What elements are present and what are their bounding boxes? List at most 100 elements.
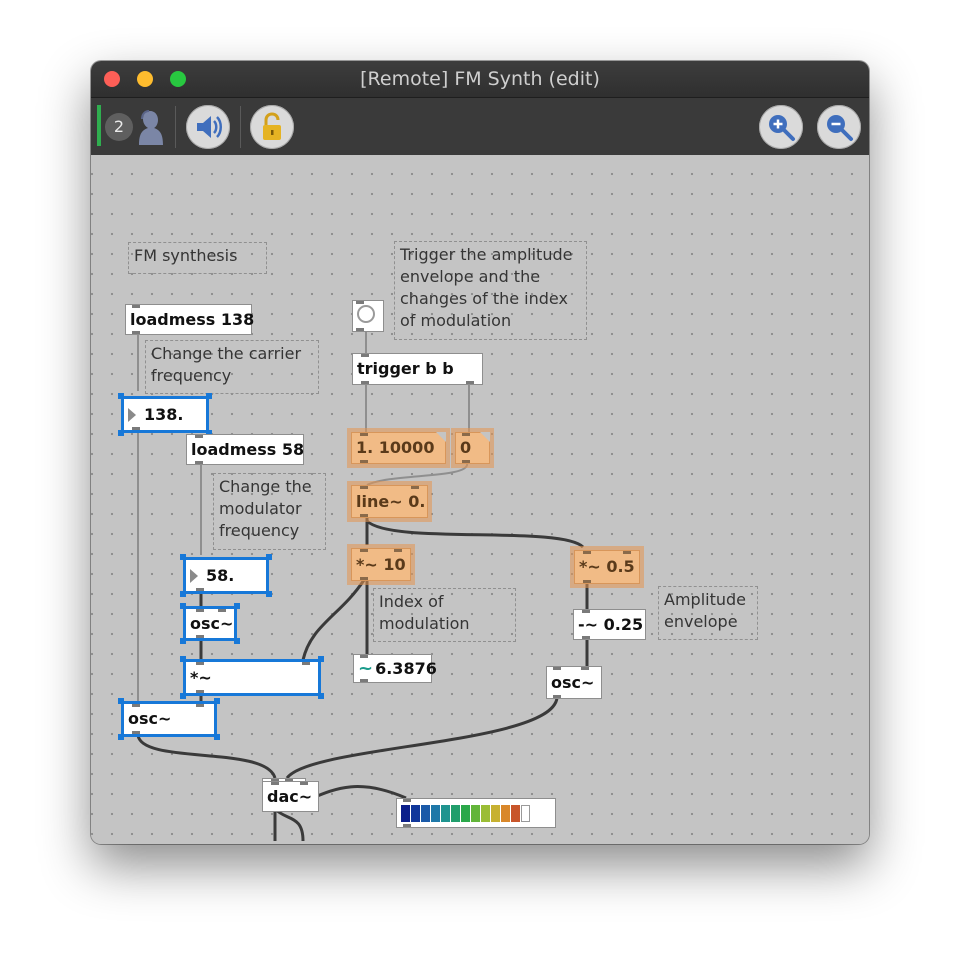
selection-handle[interactable] (118, 734, 124, 740)
level-meter[interactable] (396, 798, 556, 828)
outlet[interactable] (466, 381, 474, 384)
trigger-object[interactable]: trigger b b (352, 353, 483, 385)
inlet[interactable] (196, 704, 204, 707)
selection-handle[interactable] (206, 393, 212, 399)
minimize-window-button[interactable] (137, 71, 153, 87)
selection-handle[interactable] (180, 656, 186, 662)
index-multiply-object[interactable]: *~ 10 (351, 548, 411, 581)
signal-cord[interactable] (365, 519, 585, 549)
outlet[interactable] (583, 580, 591, 583)
inlet[interactable] (582, 610, 590, 613)
outlet[interactable] (582, 636, 590, 639)
close-window-button[interactable] (104, 71, 120, 87)
inlet[interactable] (360, 549, 368, 552)
inlet[interactable] (218, 609, 226, 612)
maximize-window-button[interactable] (170, 71, 186, 87)
amplitude-osc-object[interactable]: osc~ (546, 666, 602, 699)
amplitude-subtract-object[interactable]: -~ 0.25 (573, 609, 646, 640)
users-icon[interactable] (136, 109, 170, 149)
line-object[interactable]: line~ 0. (351, 485, 428, 518)
outlet[interactable] (196, 635, 204, 638)
selection-handle[interactable] (214, 698, 220, 704)
selection-handle[interactable] (118, 698, 124, 704)
inlet[interactable] (411, 486, 419, 489)
modulator-frequency-number-box[interactable]: 58. (183, 557, 269, 594)
inlet[interactable] (196, 609, 204, 612)
outlet[interactable] (553, 695, 561, 698)
patch-cord[interactable] (366, 462, 468, 486)
user-count-badge[interactable]: 2 (105, 113, 133, 141)
inlet[interactable] (581, 667, 589, 670)
inlet[interactable] (356, 301, 364, 304)
inlet[interactable] (360, 433, 368, 436)
selection-handle[interactable] (206, 430, 212, 436)
dac-object[interactable]: dac~ (262, 781, 319, 812)
inlet[interactable] (361, 354, 369, 357)
inlet[interactable] (403, 799, 411, 802)
signal-cord[interactable] (136, 734, 277, 779)
selection-handle[interactable] (180, 554, 186, 560)
zoom-in-icon[interactable] (759, 105, 803, 149)
outlet[interactable] (196, 690, 204, 693)
signal-cord[interactable] (285, 697, 559, 780)
inlet[interactable] (360, 486, 368, 489)
selection-handle[interactable] (318, 656, 324, 662)
selection-handle[interactable] (180, 591, 186, 597)
outlet[interactable] (132, 331, 140, 334)
inlet[interactable] (271, 782, 279, 785)
loadmess-138-object[interactable]: loadmess 138 (125, 304, 254, 335)
outlet[interactable] (360, 514, 368, 517)
inlet[interactable] (132, 704, 140, 707)
inlet[interactable] (271, 779, 279, 782)
inlet[interactable] (300, 782, 308, 785)
inlet[interactable] (462, 433, 470, 436)
selection-handle[interactable] (214, 734, 220, 740)
speaker-icon[interactable] (186, 105, 230, 149)
outlet[interactable] (360, 679, 368, 682)
signal-number-display[interactable]: ~ 6.3876 (353, 654, 437, 683)
selection-handle[interactable] (234, 638, 240, 644)
inlet[interactable] (553, 667, 561, 670)
selection-handle[interactable] (266, 591, 272, 597)
outlet[interactable] (132, 731, 140, 734)
selection-handle[interactable] (318, 693, 324, 699)
outlet[interactable] (462, 460, 470, 463)
bang-circle-icon[interactable] (357, 305, 375, 323)
modulator-multiply-object[interactable]: *~ (183, 659, 321, 696)
inlet[interactable] (195, 435, 203, 438)
outlet[interactable] (360, 577, 368, 580)
outlet[interactable] (195, 461, 203, 464)
selection-handle[interactable] (180, 693, 186, 699)
inlet[interactable] (132, 305, 140, 308)
selection-handle[interactable] (180, 638, 186, 644)
inlet[interactable] (394, 549, 402, 552)
selection-handle[interactable] (118, 393, 124, 399)
outlet[interactable] (403, 824, 411, 827)
selection-handle[interactable] (180, 603, 186, 609)
outlet[interactable] (356, 328, 364, 331)
outlet[interactable] (132, 427, 140, 430)
selection-handle[interactable] (266, 554, 272, 560)
carrier-frequency-number-box[interactable]: 138. (121, 396, 209, 433)
outlet[interactable] (196, 588, 204, 591)
bang-button[interactable] (352, 300, 384, 332)
inlet[interactable] (196, 662, 204, 665)
lock-icon[interactable] (250, 105, 294, 149)
ramp-message-box[interactable]: 1. 10000 (351, 432, 446, 464)
zero-message-box[interactable]: 0 (455, 432, 490, 464)
carrier-osc-object[interactable]: osc~ (121, 701, 217, 737)
outlet[interactable] (361, 381, 369, 384)
outlet[interactable] (360, 460, 368, 463)
loadmess-58-object[interactable]: loadmess 58 (186, 434, 304, 465)
title-bar[interactable]: [Remote] FM Synth (edit) (91, 61, 869, 98)
signal-cord[interactable] (301, 579, 366, 661)
amplitude-multiply-object[interactable]: *~ 0.5 (574, 550, 640, 584)
signal-cord[interactable] (273, 807, 305, 842)
selection-handle[interactable] (118, 430, 124, 436)
inlet[interactable] (302, 662, 310, 665)
zoom-out-icon[interactable] (817, 105, 861, 149)
inlet[interactable] (285, 779, 293, 782)
patcher-canvas[interactable]: FM synthesis Trigger the amplitude envel… (91, 155, 869, 844)
inlet[interactable] (623, 551, 631, 554)
inlet[interactable] (583, 551, 591, 554)
